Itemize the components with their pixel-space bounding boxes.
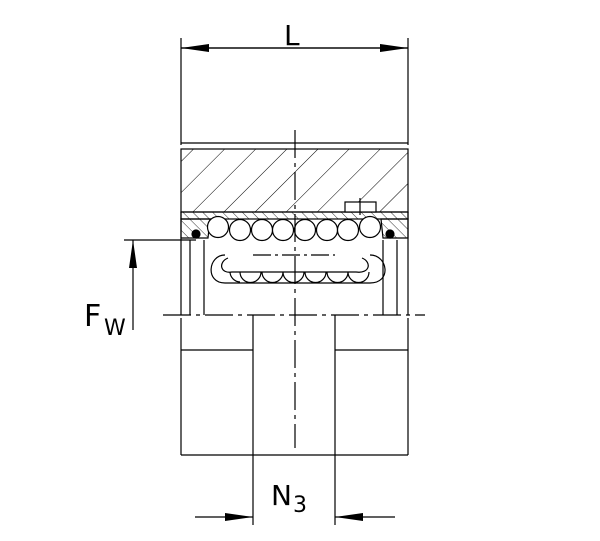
force-label-subscript: W <box>104 316 126 341</box>
length-label: L <box>284 19 300 52</box>
force-label: F <box>84 299 101 334</box>
n3-label: N <box>271 479 292 512</box>
seals <box>180 218 409 239</box>
side-walls <box>180 212 409 315</box>
n3-label-subscript: 3 <box>293 493 307 518</box>
length-dimension <box>180 38 409 145</box>
load-ball-row <box>206 215 382 242</box>
fw-dimension <box>124 239 196 330</box>
ball-return-channel <box>210 254 386 284</box>
guide-rail <box>180 315 409 525</box>
